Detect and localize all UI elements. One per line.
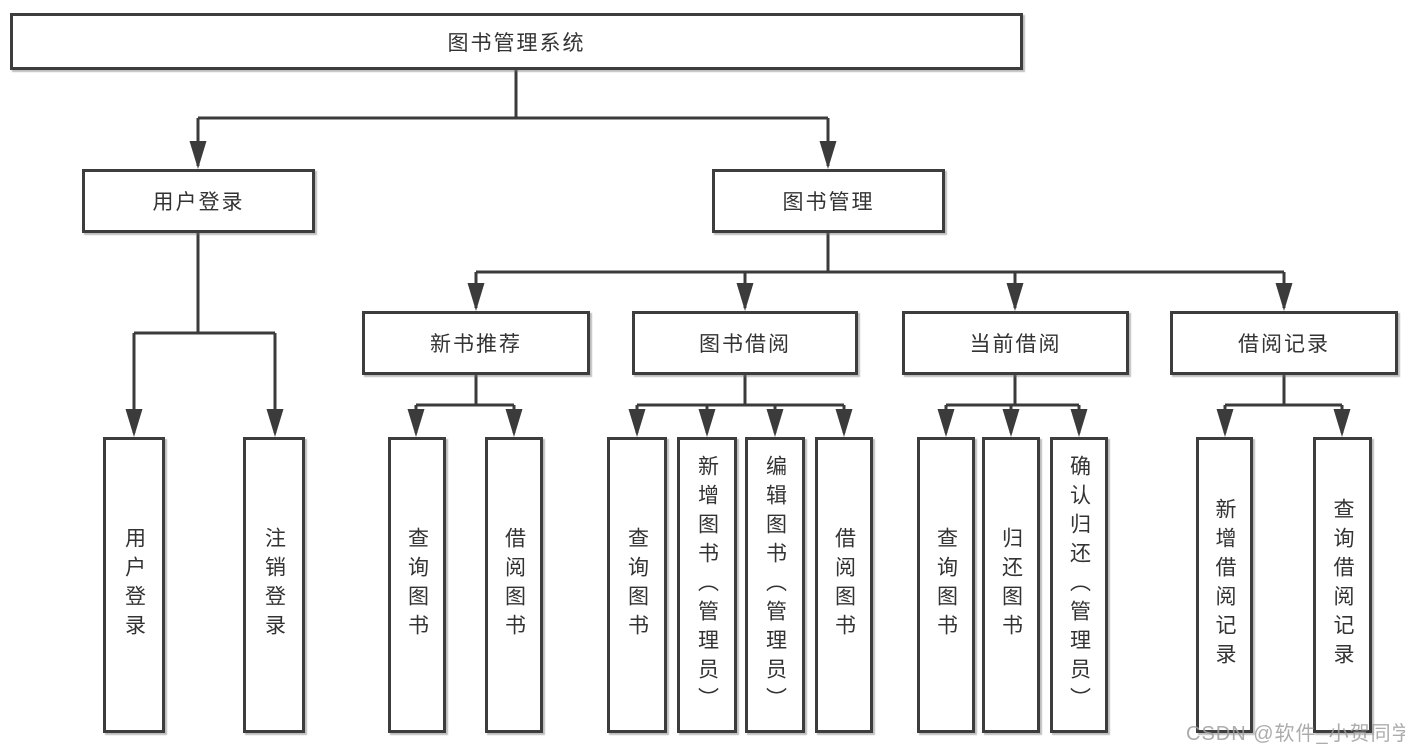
node-book-borrowing-label: 图书借阅 (699, 333, 791, 356)
node-query-books-2-label: 查询图书 (625, 527, 649, 643)
node-add-book-admin-label: 新增图书（管理员） (695, 454, 719, 716)
node-query-borrow-record: 查询借阅记录 (1313, 437, 1372, 733)
node-book-management-label: 图书管理 (782, 191, 875, 214)
node-return-books-label: 归还图书 (999, 527, 1023, 643)
node-query-borrow-record-label: 查询借阅记录 (1331, 498, 1354, 672)
node-new-book-recommend-label: 新书推荐 (430, 333, 522, 356)
node-user-login-leaf: 用户登录 (103, 437, 165, 733)
node-return-books: 归还图书 (982, 437, 1040, 733)
node-current-borrowing: 当前借阅 (902, 311, 1129, 375)
node-current-borrowing-label: 当前借阅 (969, 333, 1062, 356)
node-query-books-1: 查询图书 (388, 437, 446, 733)
node-logout-leaf: 注销登录 (243, 437, 305, 733)
node-logout-leaf-label: 注销登录 (262, 527, 286, 643)
node-book-borrowing: 图书借阅 (632, 311, 858, 375)
node-add-borrow-record-label: 新增借阅记录 (1213, 498, 1236, 672)
node-borrow-books-2: 借阅图书 (815, 437, 873, 733)
node-query-books-3: 查询图书 (917, 437, 975, 733)
node-query-books-1-label: 查询图书 (405, 527, 429, 643)
node-add-borrow-record: 新增借阅记录 (1196, 437, 1253, 733)
node-confirm-return-admin: 确认归还（管理员） (1050, 437, 1108, 733)
node-query-books-3-label: 查询图书 (934, 527, 958, 643)
node-borrowing-records: 借阅记录 (1170, 311, 1398, 375)
node-new-book-recommend: 新书推荐 (362, 311, 590, 375)
node-query-books-2: 查询图书 (607, 437, 667, 733)
watermark: CSDN @软件_小贺同学 (1186, 723, 1405, 745)
node-borrow-books-1: 借阅图书 (485, 437, 543, 733)
node-confirm-return-admin-label: 确认归还（管理员） (1067, 454, 1091, 716)
node-borrow-books-2-label: 借阅图书 (832, 527, 856, 643)
arrowhead-icons (125, 141, 1351, 437)
node-add-book-admin: 新增图书（管理员） (677, 437, 737, 733)
node-borrow-books-1-label: 借阅图书 (502, 527, 526, 643)
node-book-management: 图书管理 (712, 169, 945, 233)
node-library-system-label: 图书管理系统 (447, 31, 586, 55)
node-edit-book-admin-label: 编辑图书（管理员） (763, 454, 787, 716)
node-user-login-label: 用户登录 (152, 191, 245, 214)
node-user-login-leaf-label: 用户登录 (122, 527, 146, 643)
node-borrowing-records-label: 借阅记录 (1238, 333, 1330, 356)
node-user-login: 用户登录 (82, 169, 315, 233)
node-library-system: 图书管理系统 (10, 13, 1023, 70)
node-edit-book-admin: 编辑图书（管理员） (745, 437, 805, 733)
